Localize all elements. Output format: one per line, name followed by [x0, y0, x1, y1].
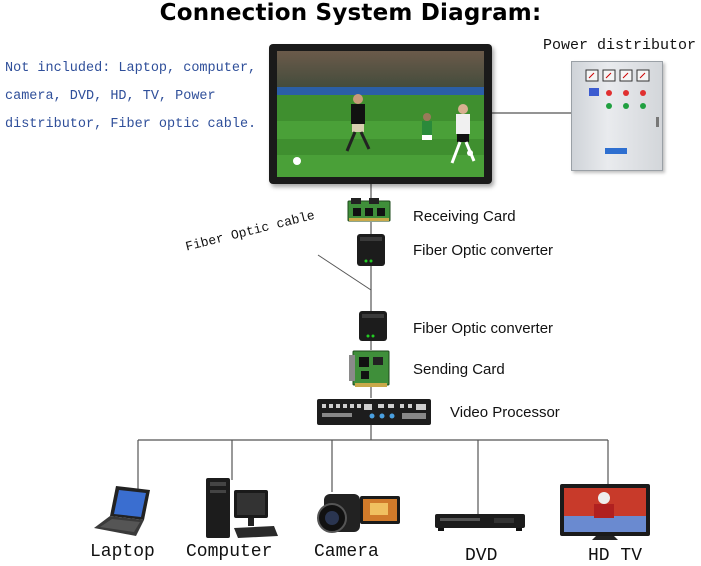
- computer-icon: [206, 478, 278, 538]
- device-label-computer: Computer: [186, 542, 273, 562]
- receiving-card-label: Receiving Card: [413, 208, 516, 225]
- fiber-converter-icon: [359, 311, 387, 341]
- receiving-card-icon: [347, 198, 391, 222]
- diagram-title: Connection System Diagram:: [159, 0, 542, 26]
- power-box-icon: [571, 61, 663, 171]
- fiber-converter-icon: [357, 234, 385, 266]
- video-processor-label: Video Processor: [450, 404, 560, 421]
- sending-card-label: Sending Card: [413, 361, 505, 378]
- tv-icon: [560, 484, 650, 540]
- device-label-laptop: Laptop: [90, 542, 155, 562]
- not-included-note: Not included: Laptop, computer, camera, …: [5, 55, 270, 139]
- device-label-hdtv: HD TV: [588, 546, 643, 566]
- led-screen-icon: [269, 44, 492, 184]
- power-distributor-label: Power distributor: [543, 37, 697, 54]
- note-line: distributor, Fiber optic cable.: [5, 117, 257, 132]
- sending-card-icon: [349, 350, 390, 387]
- device-label-camera: Camera: [314, 542, 379, 562]
- video-processor-icon: [317, 399, 431, 425]
- dvd-icon: [435, 514, 525, 531]
- fiber-converter-top-label: Fiber Optic converter: [413, 242, 554, 259]
- camera-icon: [317, 494, 400, 533]
- note-line: camera, DVD, HD, TV, Power: [5, 89, 216, 104]
- device-label-dvd: DVD: [465, 546, 498, 566]
- note-line: Not included: Laptop, computer,: [5, 61, 257, 76]
- laptop-icon: [94, 486, 150, 536]
- fiber-converter-bottom-label: Fiber Optic converter: [413, 320, 554, 337]
